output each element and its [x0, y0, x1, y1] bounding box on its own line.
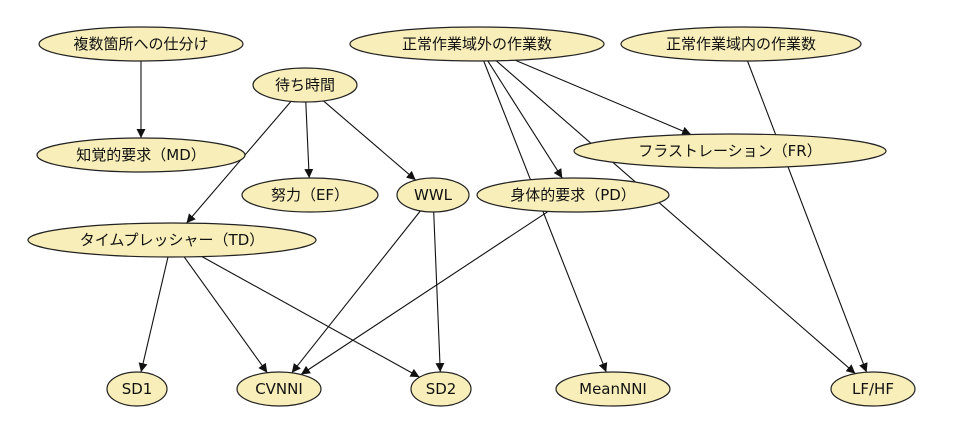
- node-label: SD2: [426, 380, 457, 398]
- edge-td-to-sd2: [201, 256, 420, 378]
- node-waiting-time[interactable]: 待ち時間: [252, 67, 358, 103]
- edge-wwl-to-sd2: [433, 211, 445, 373]
- node-sd2[interactable]: SD2: [410, 371, 472, 407]
- edge-td-to-sd1: [138, 256, 169, 373]
- edge-outside-to-meannni: [483, 60, 608, 373]
- node-lf-hf[interactable]: LF/HF: [830, 371, 916, 407]
- node-label: 身体的要求（PD）: [510, 186, 636, 204]
- node-label: フラストレーション（FR）: [638, 142, 821, 160]
- node-cvnni[interactable]: CVNNI: [236, 371, 322, 407]
- node-mental-demand[interactable]: 知覚的要求（MD）: [36, 137, 246, 173]
- edge-outside-to-lfhf: [495, 60, 856, 375]
- node-layer: 複数箇所への仕分け 正常作業域外の作業数 正常作業域内の作業数 待ち時間 知覚的…: [27, 26, 916, 407]
- edge-wwl-to-cvnni: [291, 210, 421, 374]
- node-time-pressure[interactable]: タイムプレッシャー（TD）: [27, 222, 317, 258]
- node-label: タイムプレッシャー（TD）: [80, 231, 265, 249]
- node-physical-demand[interactable]: 身体的要求（PD）: [476, 177, 670, 213]
- node-label: CVNNI: [255, 380, 303, 398]
- node-label: LF/HF: [852, 380, 894, 398]
- node-wwl[interactable]: WWL: [396, 177, 470, 213]
- node-tasks-outside-normal-area[interactable]: 正常作業域外の作業数: [349, 26, 605, 62]
- edge-outside-to-pd: [487, 60, 563, 179]
- edge-layer: [136, 59, 868, 378]
- node-meannni[interactable]: MeanNNI: [555, 371, 671, 407]
- node-label: SD1: [122, 380, 153, 398]
- node-tasks-inside-normal-area[interactable]: 正常作業域内の作業数: [620, 26, 862, 62]
- node-label: WWL: [414, 186, 453, 204]
- node-label: 努力（EF）: [271, 186, 349, 204]
- node-label: 正常作業域外の作業数: [402, 35, 552, 53]
- node-sd1[interactable]: SD1: [106, 371, 168, 407]
- edge-td-to-cvnni: [183, 256, 268, 374]
- edge-inside-to-lfhf: [746, 60, 868, 373]
- node-effort[interactable]: 努力（EF）: [241, 177, 379, 213]
- node-label: 正常作業域内の作業数: [666, 35, 816, 53]
- node-label: 待ち時間: [275, 76, 335, 94]
- node-label: 知覚的要求（MD）: [76, 146, 206, 164]
- edge-pd-to-cvnni: [300, 210, 549, 375]
- node-label: 複数箇所への仕分け: [73, 35, 208, 53]
- node-label: MeanNNI: [579, 380, 647, 398]
- edge-wait-to-ef: [304, 101, 314, 179]
- node-multi-location-sorting[interactable]: 複数箇所への仕分け: [38, 26, 244, 62]
- edge-outside-to-fr: [515, 59, 692, 136]
- node-frustration[interactable]: フラストレーション（FR）: [573, 133, 887, 169]
- edge-wait-to-wwl: [323, 100, 417, 181]
- edge-wait-to-td: [186, 101, 292, 224]
